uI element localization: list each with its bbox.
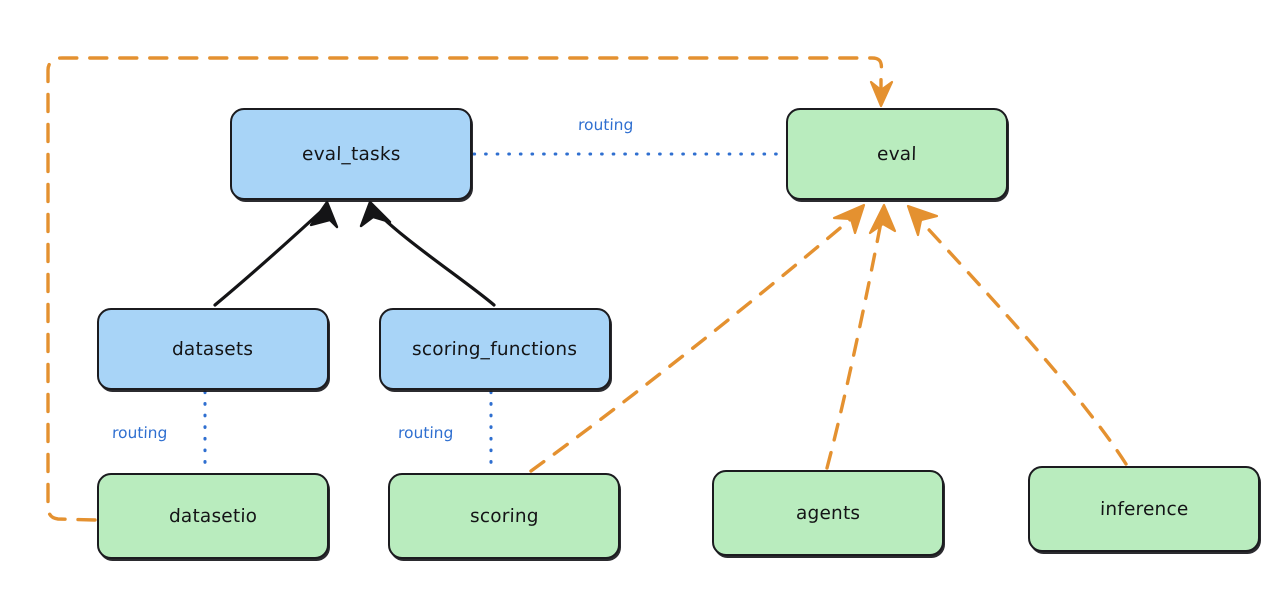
edge-datasets-to-eval-tasks xyxy=(213,200,339,307)
edge-scoring-functions-to-eval-tasks xyxy=(359,200,496,307)
node-label-inference: inference xyxy=(1099,498,1189,520)
node-label-eval: eval xyxy=(876,143,918,165)
node-label-agents: agents xyxy=(795,502,861,524)
edge-label-routing-eval-tasks: routing xyxy=(577,116,634,134)
node-scoring[interactable]: scoring xyxy=(388,473,620,559)
edge-inference-to-eval xyxy=(906,204,1128,466)
node-inference[interactable]: inference xyxy=(1028,466,1260,552)
node-label-scoring-functions: scoring_functions xyxy=(412,338,578,360)
node-label-scoring: scoring xyxy=(469,505,539,527)
node-agents[interactable]: agents xyxy=(712,470,944,556)
node-label-eval-tasks: eval_tasks xyxy=(301,143,401,165)
edge-agents-to-eval xyxy=(825,203,897,470)
node-scoring-functions[interactable]: scoring_functions xyxy=(379,308,611,390)
node-label-datasets: datasets xyxy=(172,338,254,360)
node-label-datasetio: datasetio xyxy=(168,505,258,527)
edge-label-routing-scoring-functions: routing xyxy=(397,424,454,442)
node-datasets[interactable]: datasets xyxy=(97,308,329,390)
node-eval[interactable]: eval xyxy=(786,108,1008,200)
node-eval-tasks[interactable]: eval_tasks xyxy=(230,108,472,200)
node-datasetio[interactable]: datasetio xyxy=(97,473,329,559)
edge-label-routing-datasets: routing xyxy=(111,424,168,442)
